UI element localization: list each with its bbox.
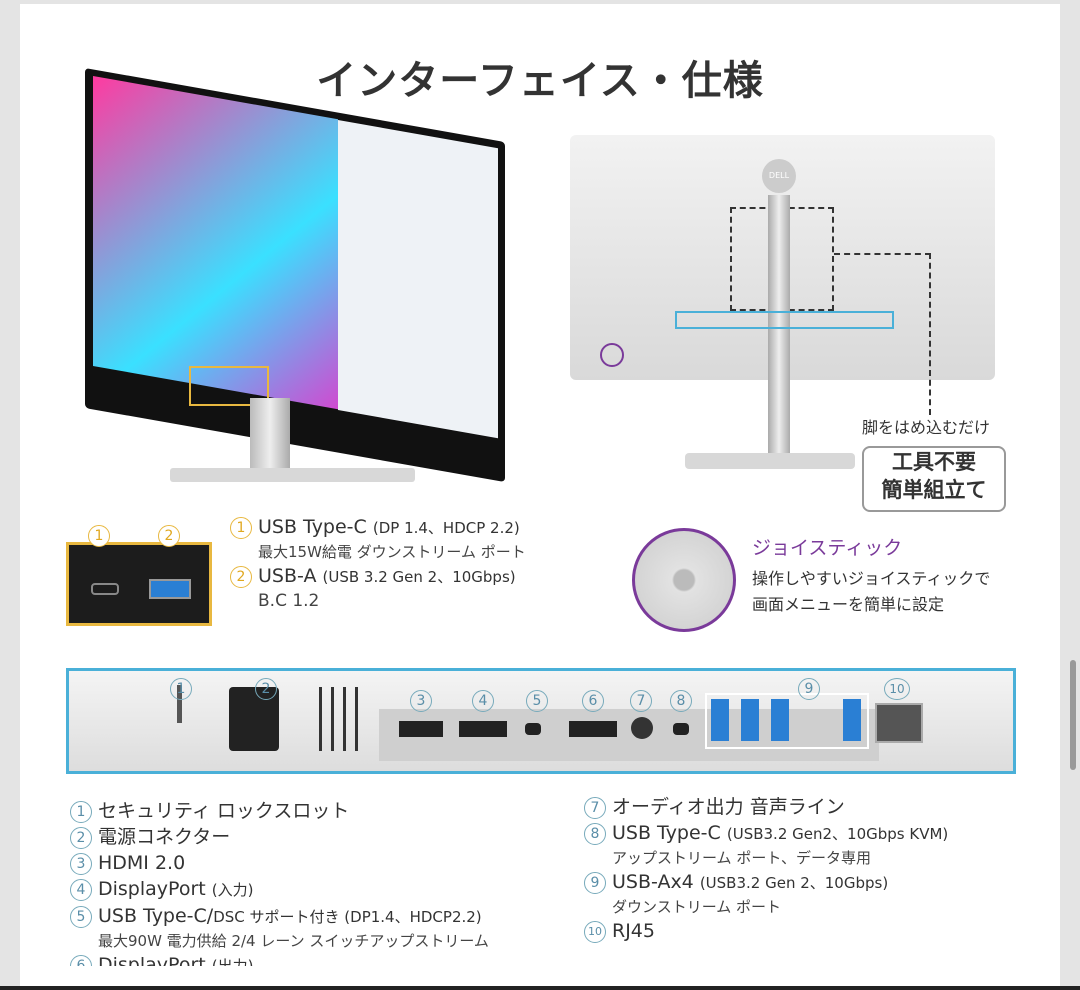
rear-port-panel [66,668,1016,774]
bottom-edge [0,986,1080,990]
usbc-port-8 [673,723,689,735]
scrollbar[interactable] [1070,660,1076,770]
dell-logo: DELL [762,159,796,193]
monitor-rear-image: DELL [570,135,1010,515]
joystick-image [632,528,736,632]
joystick-info: ジョイスティック 操作しやすいジョイスティックで 画面メニューを簡単に設定 [752,537,991,614]
page-title: インターフェイス・仕様 [316,58,764,104]
hdmi-port [399,721,443,737]
rj45-port [875,703,923,743]
displayport-in [459,721,507,737]
tool-free-badge: 工具不要 簡単組立て [862,446,1006,512]
audio-out [631,717,653,739]
front-ports-closeup [66,542,212,626]
rear-note: 脚をはめ込むだけ [862,418,991,437]
displayport-out [569,721,617,737]
monitor-front-image [85,68,510,488]
usbc-port-5 [525,723,541,735]
